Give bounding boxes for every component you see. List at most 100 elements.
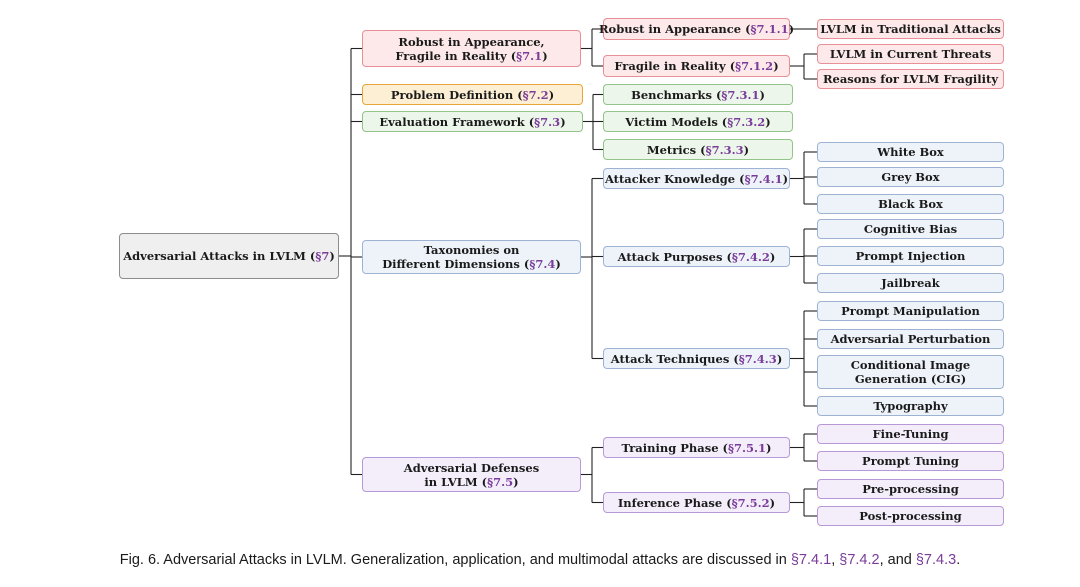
node-text: Generation (CIG): [854, 372, 967, 386]
node-text: ): [548, 87, 555, 102]
node-text: ): [773, 59, 779, 73]
node-label-line: Conditional Image: [851, 358, 971, 372]
node-n742: Attack Purposes (§7.4.2): [603, 246, 790, 267]
node-n752: Inference Phase (§7.5.2): [603, 492, 790, 513]
node-text: Benchmarks (: [631, 87, 722, 102]
node-text: Different Dimensions (: [382, 257, 530, 271]
node-text: Fragile in Reality (: [395, 48, 517, 63]
section-ref: §7.3.2: [727, 114, 766, 129]
node-text: Taxonomies on: [423, 243, 520, 257]
node-text: Prompt Tuning: [862, 454, 959, 468]
node-n751b: Prompt Tuning: [817, 451, 1004, 471]
node-text: ): [555, 257, 561, 271]
section-ref: §7.1.1: [750, 22, 789, 36]
node-n743a: Prompt Manipulation: [817, 301, 1004, 321]
node-text: ): [766, 440, 772, 455]
node-text: Evaluation Framework (: [379, 114, 535, 129]
section-ref: §7.5.2: [731, 495, 770, 510]
node-text: Adversarial Defenses: [403, 460, 540, 475]
section-ref: §7.4: [529, 257, 556, 271]
section-ref: §7.1: [516, 48, 543, 63]
figure-caption: Fig. 6. Adversarial Attacks in LVLM. Gen…: [0, 552, 1080, 568]
section-ref: §7.5.1: [727, 440, 766, 455]
node-text: Cognitive Bias: [863, 222, 958, 236]
node-root: Adversarial Attacks in LVLM (§7): [119, 233, 339, 279]
node-text: Post-processing: [859, 509, 962, 523]
node-n731: Benchmarks (§7.3.1): [603, 84, 793, 105]
node-text: in LVLM (: [424, 474, 488, 489]
node-n73: Evaluation Framework (§7.3): [362, 111, 583, 132]
node-n742b: Prompt Injection: [817, 246, 1004, 266]
node-text: , and: [879, 552, 916, 568]
node-label-line: in LVLM (§7.5): [404, 475, 539, 489]
node-text: ): [769, 249, 776, 264]
node-text: ): [542, 48, 548, 63]
node-text: Black Box: [878, 197, 943, 211]
section-ref: §7.4.3: [915, 552, 957, 568]
node-n743b: Adversarial Perturbation: [817, 329, 1004, 349]
section-ref: §7.4.2: [731, 249, 770, 264]
node-text: Grey Box: [881, 170, 940, 184]
node-n711: Robust in Appearance (§7.1.1): [599, 18, 794, 40]
node-text: White Box: [877, 145, 944, 159]
node-label: Robust in Appearance,Fragile in Reality …: [395, 35, 547, 63]
node-text: Typography: [873, 399, 948, 413]
node-text: Robust in Appearance,: [398, 34, 545, 49]
node-text: ): [788, 22, 795, 36]
node-text: Metrics (: [646, 142, 706, 157]
node-text: Fine-Tuning: [872, 427, 949, 441]
node-label-line: Different Dimensions (§7.4): [382, 257, 561, 271]
section-ref: §7.5: [487, 474, 514, 489]
node-text: Training Phase (: [621, 440, 728, 455]
node-text: ): [759, 87, 765, 102]
node-label-line: Fragile in Reality (§7.1): [395, 49, 547, 63]
node-n742a: Cognitive Bias: [817, 219, 1004, 239]
node-text: ): [329, 249, 335, 263]
node-n71: Robust in Appearance,Fragile in Reality …: [362, 30, 581, 67]
section-ref: §7.2: [522, 87, 549, 102]
node-label-line: Generation (CIG): [851, 372, 971, 386]
node-n742c: Jailbreak: [817, 273, 1004, 293]
section-ref: §7: [315, 249, 330, 263]
node-text: ): [776, 351, 783, 366]
node-text: Victim Models (: [625, 114, 728, 129]
node-text: Fig. 6. Adversarial Attacks in LVLM. Gen…: [119, 552, 791, 568]
section-ref: §7.4.3: [738, 351, 777, 366]
node-text: Conditional Image: [850, 358, 971, 372]
node-n752b: Post-processing: [817, 506, 1004, 526]
node-n741b: Grey Box: [817, 167, 1004, 187]
node-n712b: Reasons for LVLM Fragility: [817, 69, 1004, 89]
node-text: Adversarial Perturbation: [830, 332, 991, 346]
node-n741a: White Box: [817, 142, 1004, 162]
section-ref: §7.4.2: [839, 552, 880, 568]
node-n741: Attacker Knowledge (§7.4.1): [603, 168, 790, 189]
node-text: LVLM in Traditional Attacks: [820, 22, 1001, 36]
node-text: Inference Phase (: [617, 495, 732, 510]
node-text: ): [743, 142, 750, 157]
node-text: ): [782, 171, 789, 186]
section-ref: §7.4.1: [744, 171, 783, 186]
node-n751: Training Phase (§7.5.1): [603, 437, 790, 458]
node-text: Adversarial Attacks in LVLM (: [123, 249, 316, 263]
node-n743: Attack Techniques (§7.4.3): [603, 348, 790, 369]
node-text: Problem Definition (: [390, 87, 523, 102]
section-ref: §7.3: [534, 114, 561, 129]
node-text: ,: [831, 552, 840, 568]
section-ref: §7.3.3: [705, 142, 744, 157]
node-text: ): [769, 495, 776, 510]
node-text: Fragile in Reality (: [614, 59, 736, 73]
node-n752a: Pre-processing: [817, 479, 1004, 499]
node-text: ): [513, 474, 519, 489]
section-ref: §7.1.2: [735, 59, 774, 73]
node-n712a: LVLM in Current Threats: [817, 44, 1004, 64]
section-ref: §7.3.1: [721, 87, 760, 102]
node-text: Pre-processing: [862, 482, 959, 496]
